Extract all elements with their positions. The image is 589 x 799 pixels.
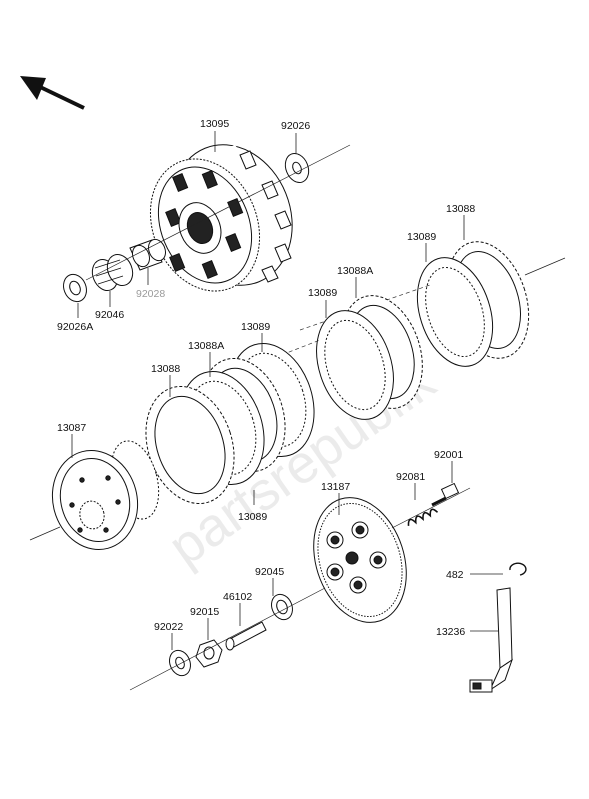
label-92045: 92045 [255, 566, 284, 578]
clutch-housing-13095 [149, 144, 293, 292]
needle-bearing-92046 [91, 253, 134, 292]
nut-92015 [195, 639, 223, 668]
label-92022: 92022 [154, 621, 183, 633]
steel-plate-13089-mid [316, 310, 394, 420]
label-92028: 92028 [136, 288, 165, 300]
washer-92022 [169, 649, 191, 677]
label-92046: 92046 [95, 309, 124, 321]
part-labels: 13095 92026 92026A 92046 92028 13088 130… [57, 118, 475, 638]
friction-plate-13088-left [145, 385, 235, 505]
steel-plate-13089-top [416, 257, 494, 367]
label-46102: 46102 [223, 591, 252, 603]
lower-axis-line [129, 587, 326, 691]
label-13088-top: 13088 [446, 203, 475, 215]
bolt-92001 [431, 482, 460, 507]
sleeve-92028 [129, 238, 166, 271]
plate-axis-right [524, 257, 566, 276]
label-92001: 92001 [434, 449, 463, 461]
leader-lines [71, 131, 503, 650]
spring-92081 [407, 508, 439, 526]
label-92026: 92026 [281, 120, 310, 132]
upper-axis-line [85, 144, 351, 281]
direction-arrow-icon [20, 76, 85, 110]
label-13088a-left: 13088A [188, 340, 224, 352]
e-clip-482 [509, 562, 527, 576]
label-92015: 92015 [190, 606, 219, 618]
label-13087: 13087 [57, 422, 86, 434]
label-13095: 13095 [200, 118, 229, 130]
release-shaft-13236 [469, 587, 513, 693]
pressure-plate-13187 [313, 497, 407, 623]
plate-axis-dash-1 [299, 284, 431, 331]
label-482: 482 [446, 569, 464, 581]
washer-92026 [284, 152, 310, 184]
hub-axis-line [29, 526, 61, 541]
label-92081: 92081 [396, 471, 425, 483]
label-92026a: 92026A [57, 321, 93, 333]
label-13089-left: 13089 [241, 321, 270, 333]
label-13089-top: 13089 [407, 231, 436, 243]
label-13089-mid: 13089 [308, 287, 337, 299]
label-13089-bottom: 13089 [238, 511, 267, 523]
label-13236: 13236 [436, 626, 465, 638]
label-13187: 13187 [321, 481, 350, 493]
push-rod-46102 [225, 621, 267, 651]
pressure-axis-line [391, 487, 471, 529]
label-13088-left: 13088 [151, 363, 180, 375]
clutch-hub-13087 [51, 440, 160, 551]
washer-92026a [63, 273, 87, 303]
label-13088a-mid: 13088A [337, 265, 373, 277]
bearing-92045 [271, 593, 293, 621]
